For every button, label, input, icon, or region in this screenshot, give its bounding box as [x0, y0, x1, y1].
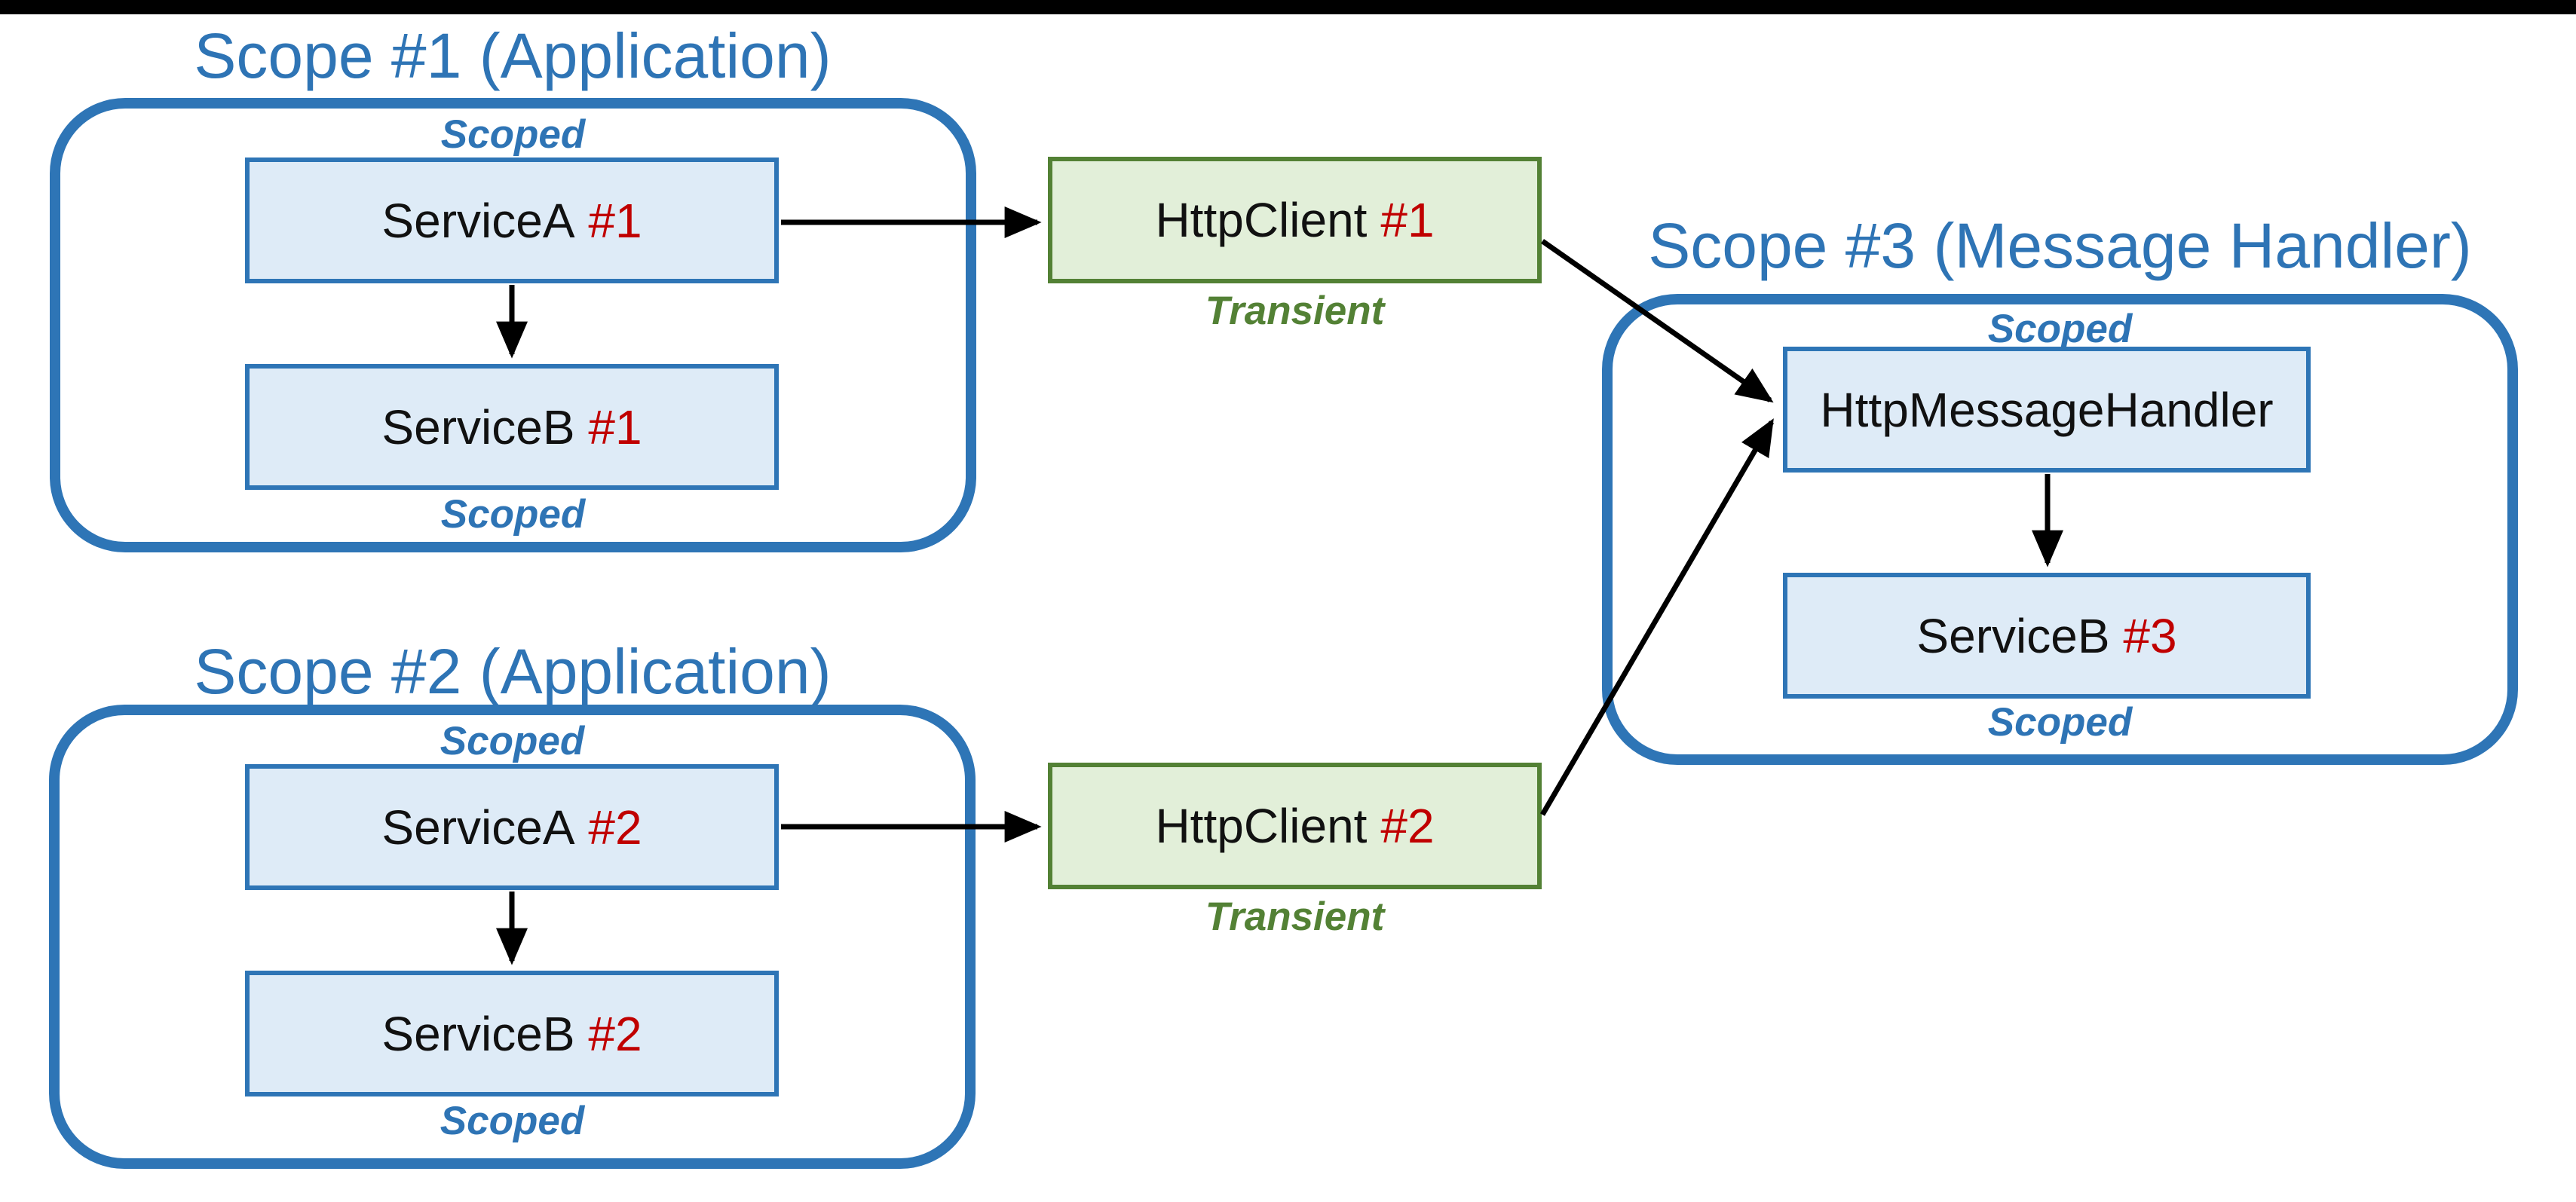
httpclient2-instance: #2 [1380, 799, 1435, 853]
serviceb3-label: ServiceB [1916, 608, 2110, 663]
serviceb1-box: ServiceB#1 [245, 364, 779, 490]
scope3-title: Scope #3 (Message Handler) [1648, 210, 2472, 281]
scope2-scoped-label-top: Scoped [440, 719, 585, 763]
serviceb1-instance: #1 [588, 399, 642, 454]
serviceb2-label: ServiceB [381, 1006, 575, 1061]
servicea1-instance: #1 [588, 193, 642, 248]
servicea1-box: ServiceA#1 [245, 158, 779, 283]
httpclient2-box: HttpClient#2 [1048, 763, 1542, 889]
scope1-title: Scope #1 (Application) [194, 20, 832, 91]
scope2-boundary [49, 705, 976, 1169]
scope1-boundary [50, 98, 976, 552]
servicea2-label: ServiceA [381, 800, 575, 855]
serviceb1-label: ServiceB [381, 399, 575, 454]
httpclient1-instance: #1 [1380, 193, 1435, 247]
scope3-scoped-label-bottom: Scoped [1987, 700, 2133, 745]
httpmessagehandler-box: HttpMessageHandler [1783, 347, 2311, 473]
serviceb3-box: ServiceB#3 [1783, 573, 2311, 699]
scope2-title: Scope #2 (Application) [194, 636, 832, 707]
httpmessagehandler-label: HttpMessageHandler [1820, 382, 2274, 437]
httpclient1-box: HttpClient#1 [1048, 157, 1542, 283]
scope3-boundary [1602, 294, 2518, 765]
serviceb2-box: ServiceB#2 [245, 971, 779, 1096]
scope1-scoped-label-bottom: Scoped [440, 492, 586, 537]
httpclient1-label: HttpClient [1155, 193, 1368, 247]
scope1-scoped-label-top: Scoped [440, 112, 586, 157]
top-black-bar [0, 0, 2576, 14]
scope3-scoped-label-top: Scoped [1987, 307, 2133, 351]
serviceb2-instance: #2 [588, 1006, 642, 1061]
httpclient2-transient-label: Transient [1205, 895, 1385, 939]
servicea2-instance: #2 [588, 800, 642, 855]
httpclient1-transient-label: Transient [1205, 289, 1385, 333]
servicea2-box: ServiceA#2 [245, 764, 779, 890]
scope2-scoped-label-bottom: Scoped [440, 1099, 585, 1143]
serviceb3-instance: #3 [2123, 608, 2177, 663]
httpclient2-label: HttpClient [1155, 799, 1368, 853]
servicea1-label: ServiceA [381, 193, 575, 248]
